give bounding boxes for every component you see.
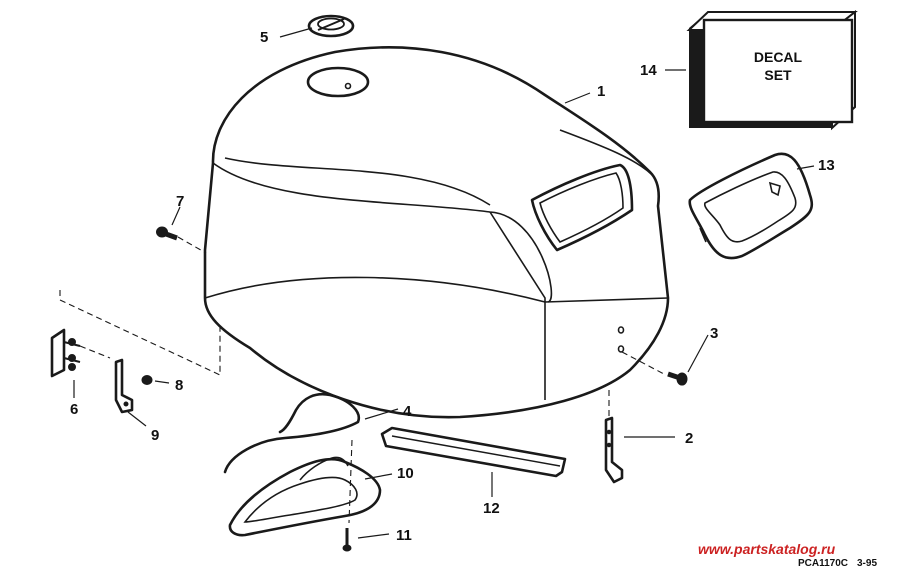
watermark: www.partskatalog.ru <box>698 541 836 557</box>
screw-3 <box>667 371 688 386</box>
motor-cover <box>203 46 670 419</box>
seal-strip-4 <box>223 392 361 474</box>
callout-4: 4 <box>403 403 412 420</box>
drawing-date: 3-95 <box>857 558 877 569</box>
callout-6: 6 <box>70 401 78 418</box>
callout-8: 8 <box>175 377 183 394</box>
decal-box-line1: DECAL <box>754 49 803 65</box>
callout-1: 1 <box>597 83 605 100</box>
nut-8 <box>141 375 153 385</box>
leader-lines <box>73 27 815 539</box>
callout-3: 3 <box>710 325 718 342</box>
cover-cap <box>307 14 355 38</box>
drawing-code: PCA1170C <box>798 558 848 569</box>
callout-5: 5 <box>260 29 268 46</box>
decal-box-line2: SET <box>764 67 792 83</box>
callout-7: 7 <box>176 193 184 210</box>
rear-seal-12 <box>380 426 567 478</box>
callout-10: 10 <box>397 465 414 482</box>
latch-9 <box>114 358 134 414</box>
callout-13: 13 <box>818 157 835 174</box>
screw-7 <box>156 226 178 241</box>
window-seal <box>688 152 814 260</box>
screw-11 <box>342 528 352 552</box>
assembly-lines <box>59 236 665 524</box>
latch-hook-2 <box>604 416 624 484</box>
bracket-6 <box>50 328 81 378</box>
callout-labels: 1 2 3 4 5 6 7 8 9 10 11 12 13 14 <box>70 29 835 544</box>
lower-gasket-10 <box>228 456 382 537</box>
callout-9: 9 <box>151 427 159 444</box>
callout-14: 14 <box>640 62 657 79</box>
callout-11: 11 <box>396 527 412 544</box>
callout-12: 12 <box>483 500 500 517</box>
callout-2: 2 <box>685 430 693 447</box>
decal-set-box: DECAL SET <box>686 9 858 131</box>
